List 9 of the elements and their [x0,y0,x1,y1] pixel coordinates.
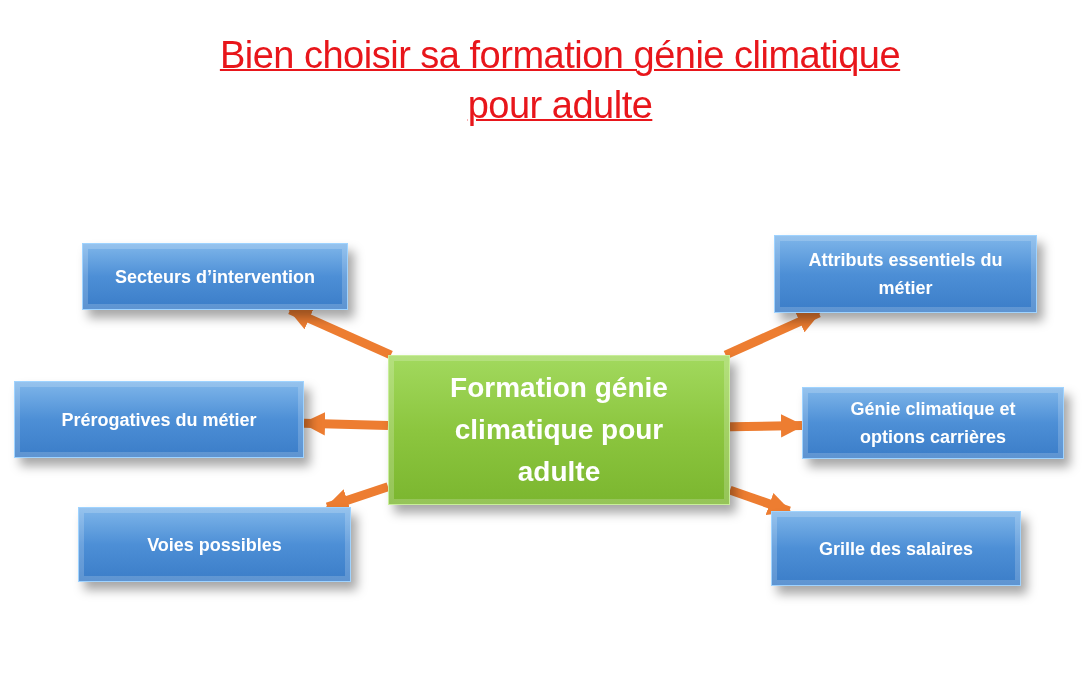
topic-box: Secteurs d’intervention [82,243,348,310]
topic-box: Génie climatique et options carrières [802,387,1064,459]
central-topic-box: Formation génie climatique pour adulte [388,355,730,505]
diagram-title: Bien choisir sa formation génie climatique pour adulte [218,33,902,128]
topic-box: Prérogatives du métier [14,381,304,458]
topic-box: Voies possibles [78,507,351,582]
arrow [728,485,792,516]
topic-box: Attributs essentiels du métier [774,235,1037,313]
topic-box: Grille des salaires [771,511,1021,586]
